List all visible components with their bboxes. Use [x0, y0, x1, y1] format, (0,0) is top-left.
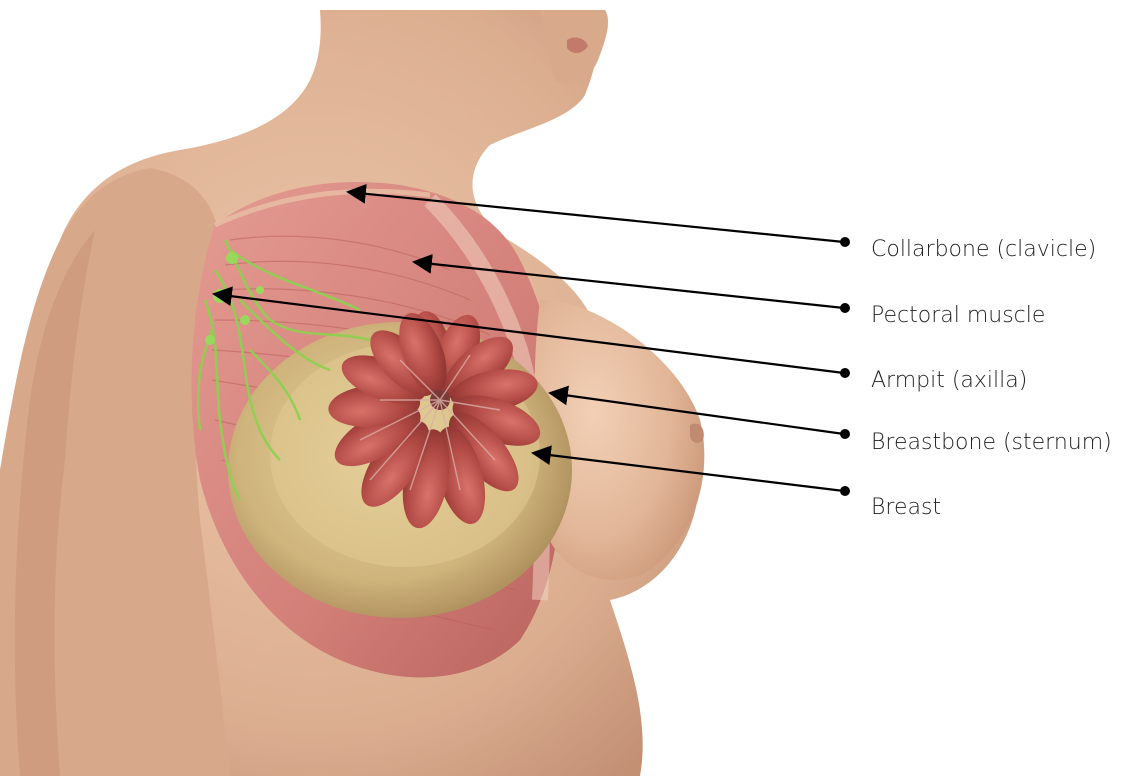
- nipple: [690, 424, 704, 443]
- lymph-node: [240, 315, 250, 325]
- lymph-node: [256, 286, 264, 294]
- leader-dot: [840, 429, 850, 439]
- leader-dots: [840, 237, 850, 496]
- label-breast: Breast: [871, 495, 941, 521]
- lymph-node: [205, 335, 215, 345]
- leader-dot: [840, 368, 850, 378]
- leader-dot: [840, 303, 850, 313]
- lymph-node: [226, 252, 238, 264]
- label-pectoral-muscle: Pectoral muscle: [871, 303, 1045, 329]
- label-breastbone: Breastbone (sternum): [871, 430, 1112, 456]
- label-armpit: Armpit (axilla): [871, 368, 1027, 394]
- leader-dot: [840, 486, 850, 496]
- leader-dot: [840, 237, 850, 247]
- label-collarbone: Collarbone (clavicle): [871, 237, 1096, 263]
